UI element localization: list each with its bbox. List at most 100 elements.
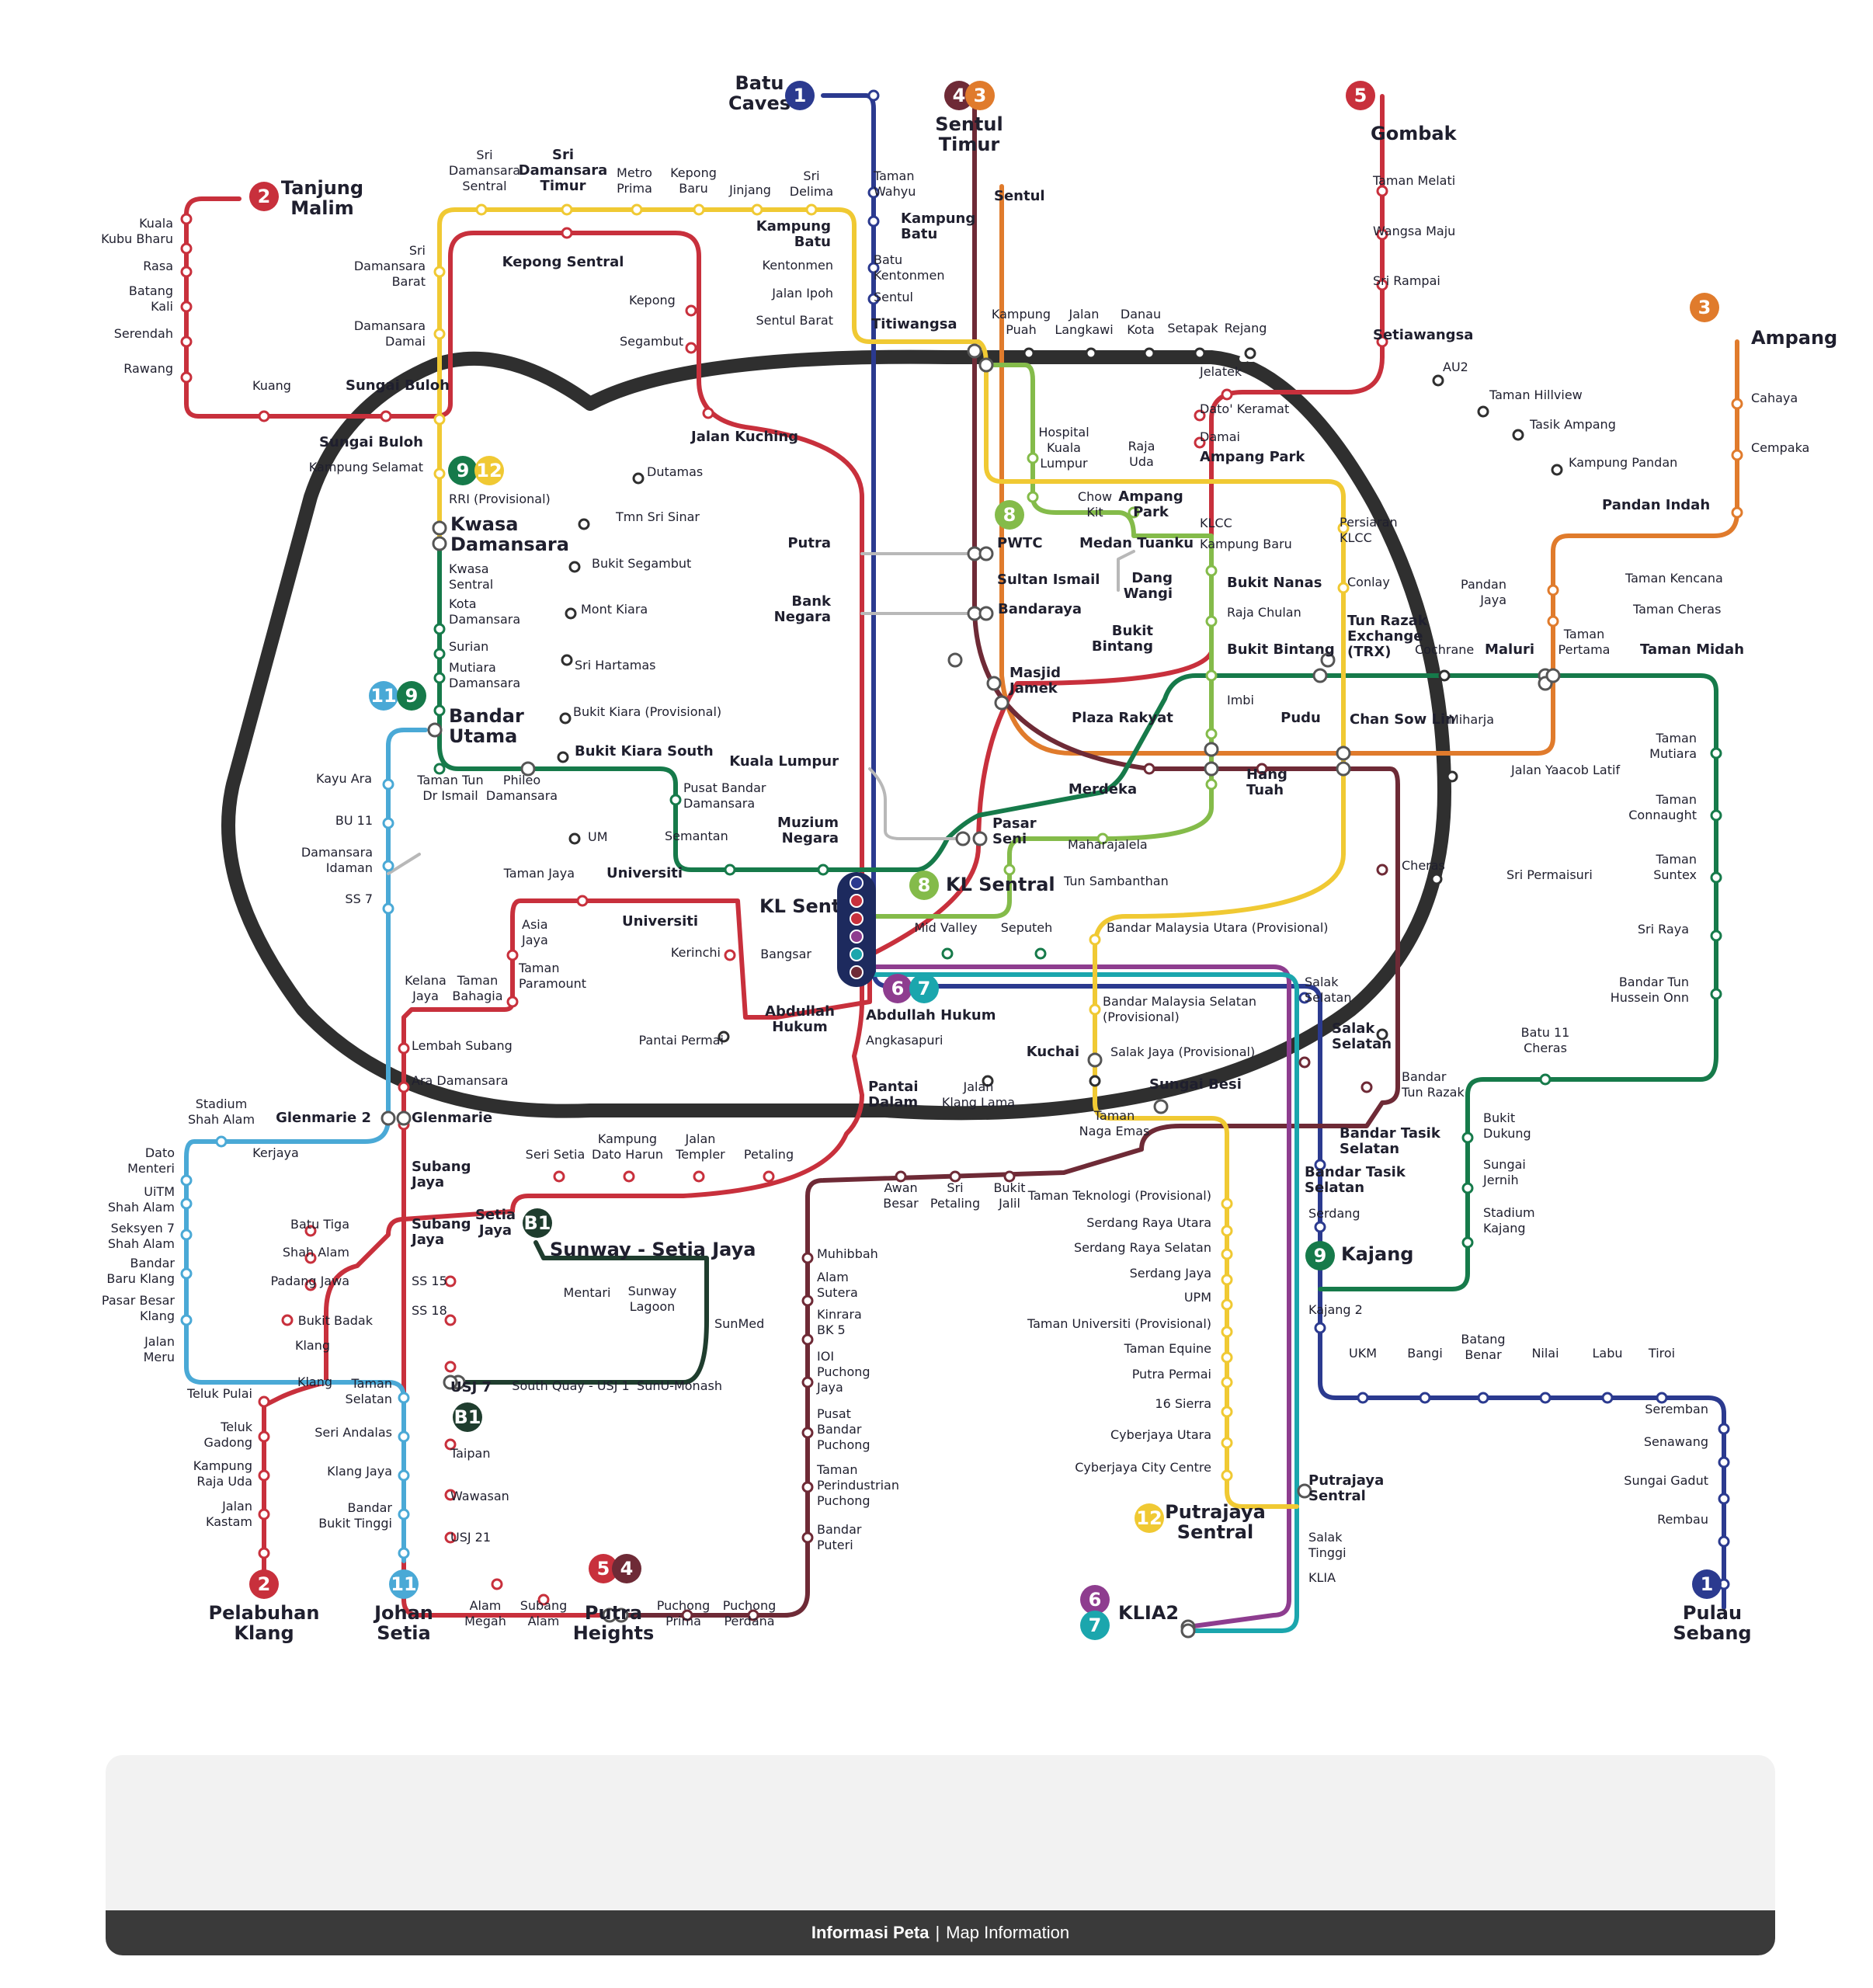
- station-label-line: (Provisional): [1103, 1010, 1180, 1024]
- station-label-line: Pusat: [817, 1406, 851, 1421]
- station-dot: [1089, 1075, 1101, 1087]
- station-label: Bandar Malaysia Selatan(Provisional): [1103, 994, 1256, 1024]
- station-label: Klang: [297, 1375, 332, 1389]
- station-label-line: Abdullah Hukum: [866, 1007, 996, 1024]
- station-label: Serendah: [114, 326, 173, 341]
- station-label-line: BU 11: [335, 813, 373, 828]
- station-label: Jinjang: [728, 182, 771, 197]
- station-dot: [681, 1609, 693, 1621]
- station-label-line: Wawasan: [450, 1489, 509, 1503]
- line-badge-b12-mid: [474, 456, 504, 485]
- station-dot: [444, 1438, 457, 1451]
- station-label-line: Kit: [1086, 505, 1103, 520]
- station-dot: [561, 654, 573, 666]
- line-badge-b11-mid: [369, 681, 398, 711]
- station-label-line: Kampung Selamat: [309, 460, 423, 474]
- station-label-line: Sungai: [1483, 1157, 1526, 1172]
- station-label-line: Teluk: [220, 1420, 252, 1434]
- terminal-label-line: Heights: [573, 1622, 655, 1644]
- station-label: PWTC: [997, 535, 1043, 551]
- station-label-line: Puchong: [817, 1364, 870, 1379]
- station-label: Sultan Ismail: [997, 572, 1100, 588]
- station-label-line: Shah Alam: [188, 1112, 255, 1127]
- station-dot: [578, 518, 590, 530]
- station-label-line: Cochrane: [1415, 642, 1474, 657]
- interchange-ring: [1297, 1483, 1312, 1499]
- station-label: USJ 7: [450, 1379, 492, 1395]
- station-dot: [553, 1170, 565, 1183]
- station-label-line: Kajang 2: [1308, 1302, 1363, 1317]
- station-dot: [1314, 1159, 1326, 1171]
- station-label: Ara Damansara: [412, 1073, 509, 1088]
- station-label: Serdang Raya Selatan: [1074, 1240, 1211, 1255]
- station-dot: [561, 203, 573, 216]
- station-label-line: Shah Alam: [108, 1236, 175, 1251]
- station-label-line: Connaught: [1628, 808, 1697, 822]
- station-dot: [805, 203, 818, 216]
- line-badge-b8-kls: [909, 871, 939, 900]
- station-label: Conlay: [1347, 575, 1390, 589]
- station-dot: [1461, 1131, 1474, 1144]
- station-dot: [693, 203, 705, 216]
- station-label-line: Pertama: [1559, 642, 1611, 657]
- station-label: Jalan Yaacob Latif: [1510, 763, 1620, 777]
- station-label-line: Dutamas: [647, 464, 703, 479]
- station-dot: [1376, 279, 1388, 291]
- station-label-line: Kerinchi: [671, 945, 721, 960]
- station-label-line: Jalan: [963, 1079, 994, 1094]
- station-label-line: Serdang Jaya: [1130, 1266, 1211, 1281]
- terminal-label-line: Sebang: [1673, 1622, 1751, 1644]
- terminal-label-line: Pulau: [1683, 1602, 1742, 1624]
- station-label-line: Bandar Tasik: [1340, 1125, 1441, 1142]
- station-dot: [433, 672, 446, 684]
- station-label-line: Bukit: [1483, 1110, 1515, 1125]
- station-label-line: Sri: [476, 148, 492, 162]
- line-badge-number: 3: [974, 85, 987, 106]
- station-dot: [1376, 228, 1388, 241]
- station-label-line: Mutiara: [1649, 746, 1697, 761]
- station-dot: [1461, 1182, 1474, 1194]
- station-label: Raja Chulan: [1227, 605, 1301, 620]
- station-label-line: Batu: [901, 226, 937, 242]
- station-label-line: Tun Razak: [1347, 613, 1428, 629]
- station-label-line: Pantai Permai: [638, 1033, 724, 1048]
- station-label-line: Sri: [947, 1180, 963, 1195]
- station-dot: [1461, 1236, 1474, 1249]
- station-label: Tasik Ampang: [1529, 417, 1616, 432]
- station-label: Klang: [295, 1338, 330, 1353]
- station-label-line: Klang: [295, 1338, 330, 1353]
- station-label-line: Selatan: [1305, 1180, 1364, 1196]
- station-label-line: Salak: [1305, 975, 1339, 989]
- station-dot: [1539, 1392, 1552, 1404]
- station-dot: [801, 1481, 814, 1493]
- station-dot: [565, 607, 577, 620]
- station-label: Kampung Pandan: [1569, 455, 1677, 470]
- station-label: Rejang: [1225, 321, 1267, 335]
- station-dot: [1357, 1392, 1369, 1404]
- station-label-line: Alam: [528, 1614, 560, 1628]
- station-dot: [1547, 615, 1559, 627]
- station-label-line: Kampung: [992, 307, 1051, 321]
- station-dot: [1731, 449, 1743, 461]
- terminal-label-line: Timur: [939, 134, 1000, 155]
- station-label-line: Maharajalela: [1068, 837, 1148, 852]
- station-label-line: Batu: [874, 252, 902, 267]
- station-dot: [258, 1430, 270, 1443]
- station-label: Sri Permaisuri: [1506, 867, 1593, 882]
